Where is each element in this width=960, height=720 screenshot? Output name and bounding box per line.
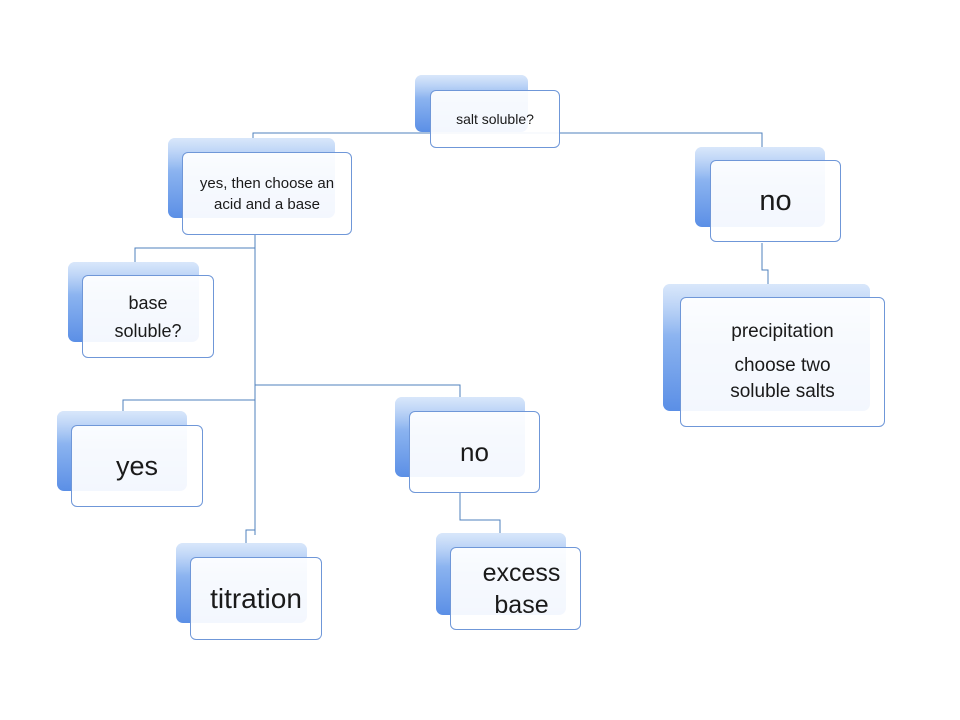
connector-yes-base: [134, 247, 255, 262]
connector-root-yes: [252, 132, 470, 140]
node-base-soluble-label: base soluble?: [114, 292, 182, 341]
connector-yes-yes: [122, 399, 255, 412]
node-no-sub-label: no: [460, 436, 489, 467]
node-yes-label: yes: [115, 450, 159, 481]
connector-yes-titration: [245, 529, 255, 545]
node-titration-label: titration: [210, 582, 302, 614]
node-yes-choose-label: yes, then choose an acid and a base: [199, 174, 335, 213]
connector-root-no: [545, 132, 763, 147]
node-no-insoluble-label: no: [759, 184, 792, 217]
node-excess-base-label: excess base: [482, 558, 561, 619]
node-salt-soluble-label: salt soluble?: [456, 110, 534, 127]
connector-yes-sub: [255, 384, 461, 398]
connector-no-precipitation: [761, 243, 769, 285]
connector-no-excess: [459, 493, 501, 535]
node-choose-two-salts-label: choose two soluble salts: [730, 355, 835, 402]
node-precipitation-label: precipitation: [731, 321, 834, 342]
